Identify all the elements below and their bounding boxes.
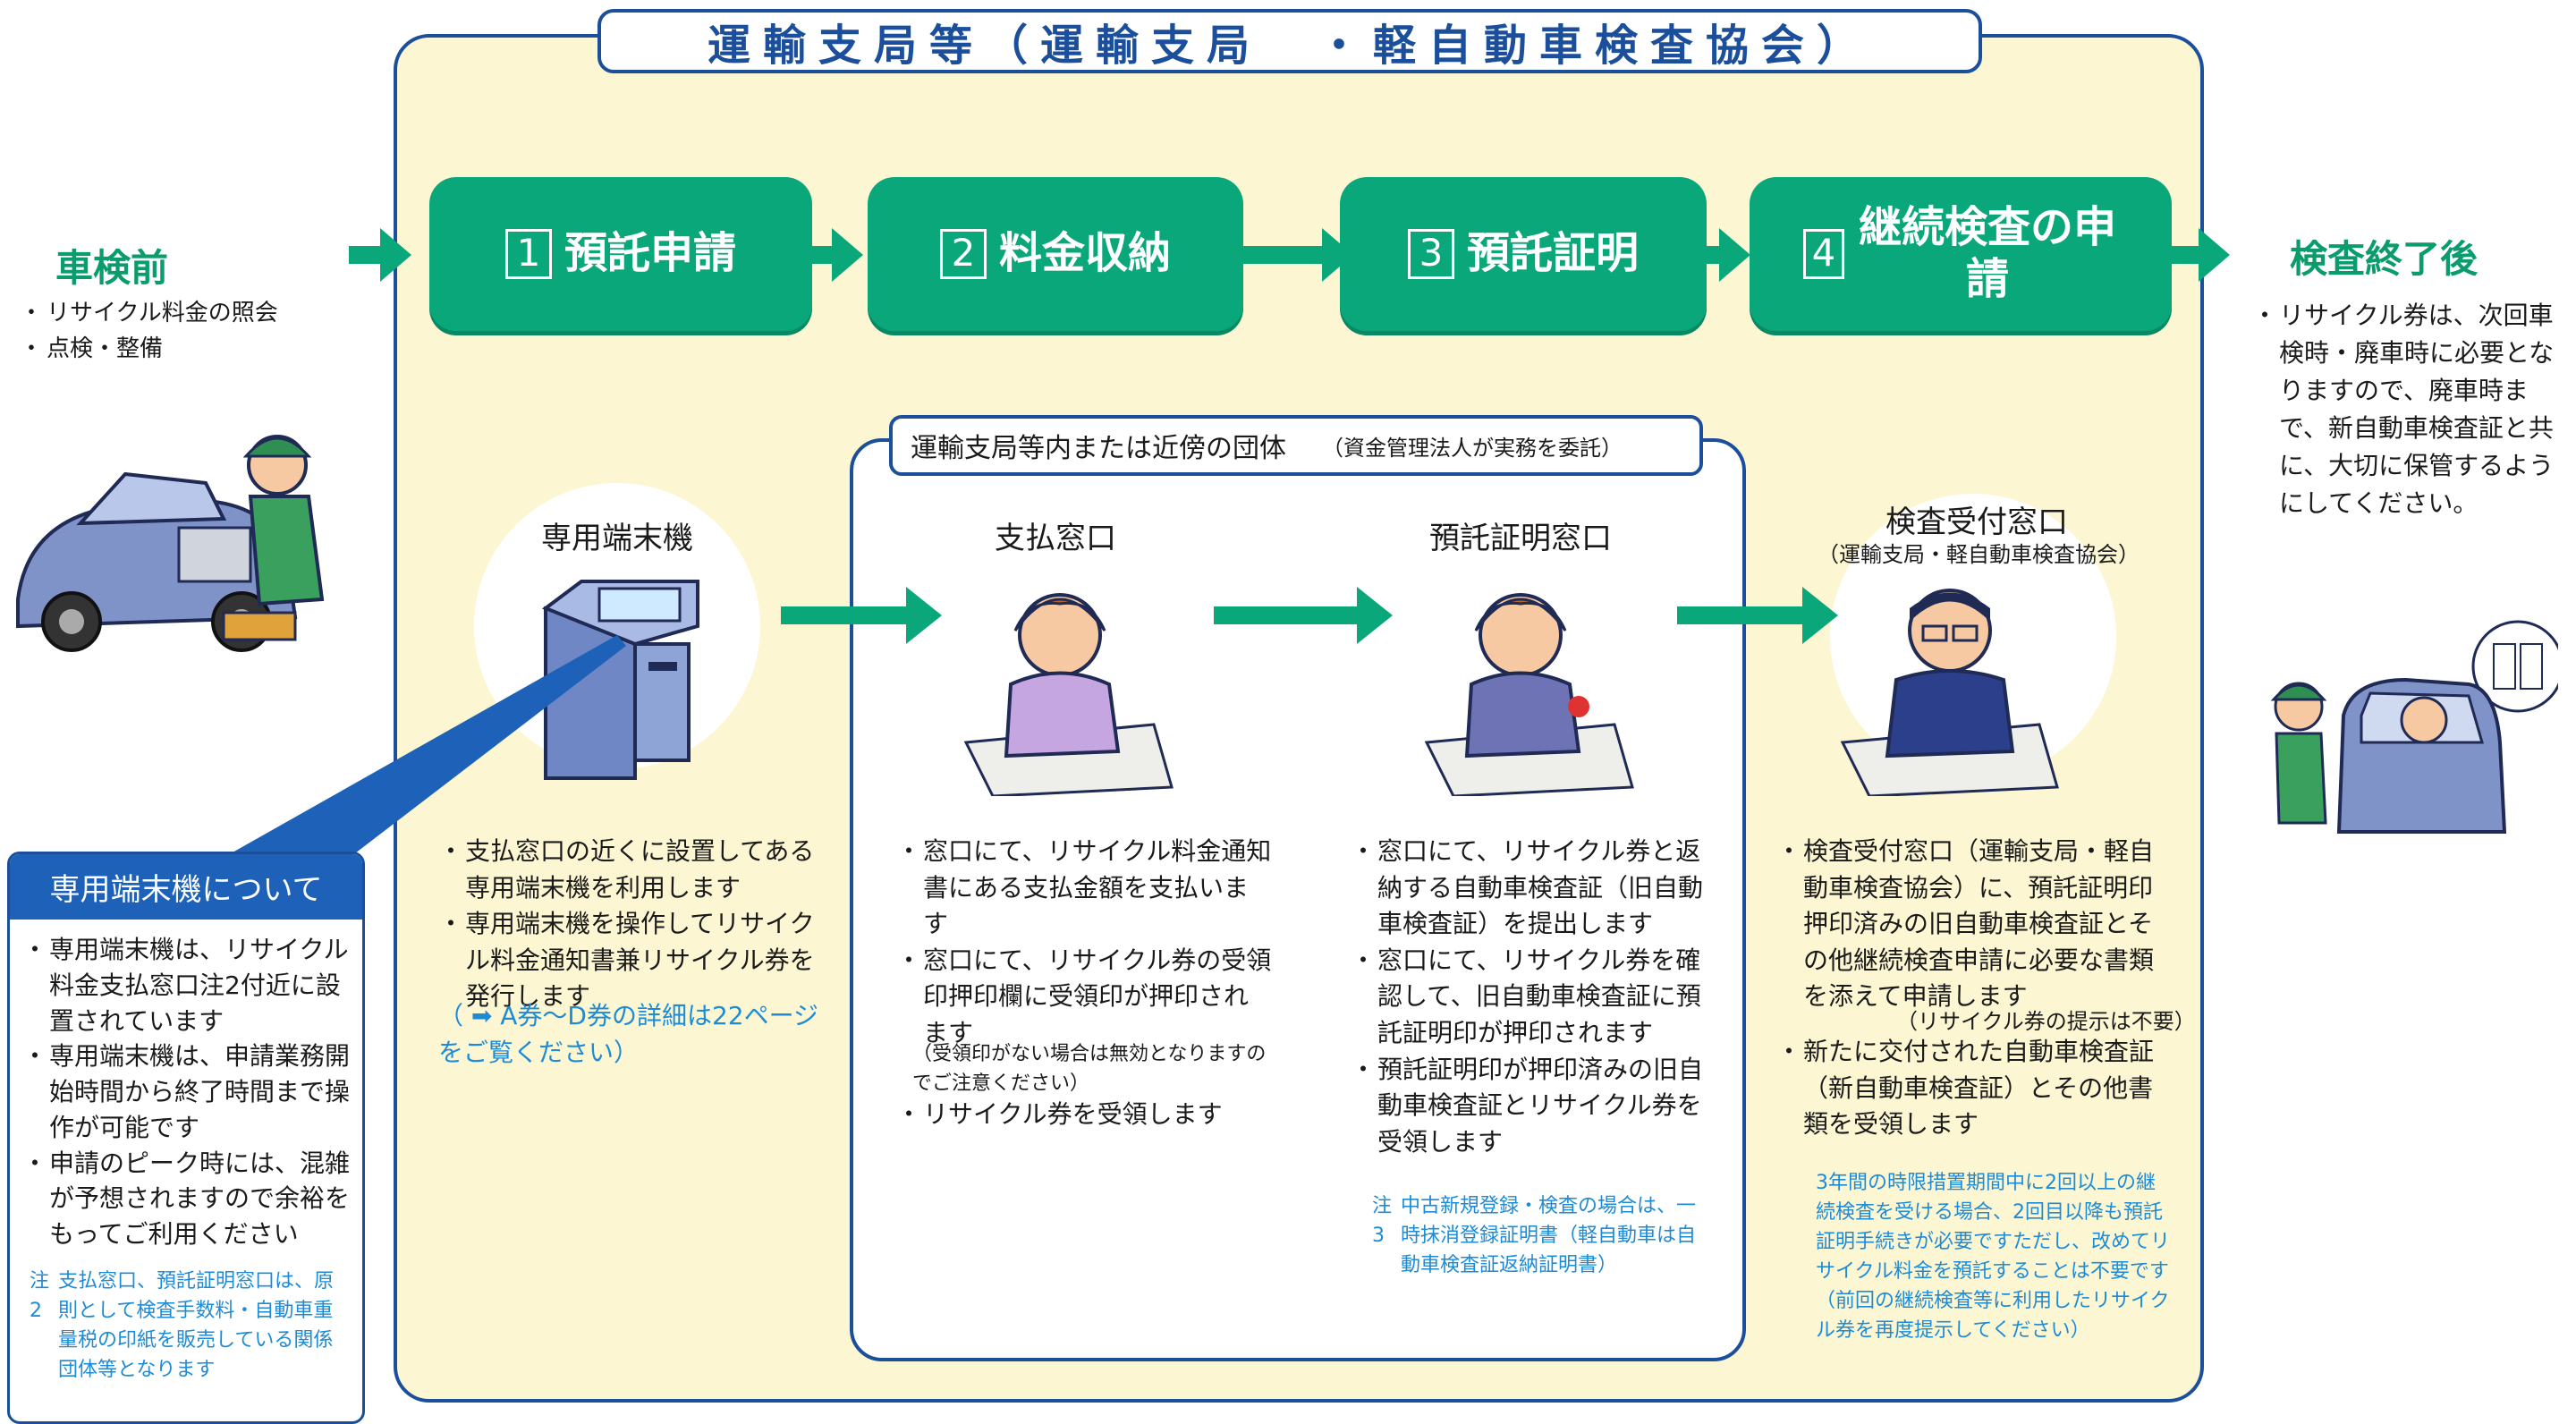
after-list: リサイクル券は、次回車検時・廃車時に必要となりますので、廃車時まで、新自動車検査… [2252, 297, 2567, 522]
inspection-list: 検査受付窓口（運輸支局・軽自動車検査協会）に、預託証明印押印済みの旧自動車検査証… [1776, 834, 2170, 1015]
terminal-label: 専用端末機 [541, 521, 693, 556]
payment-list-2: リサイクル券を受領します [896, 1097, 1272, 1133]
callout-beam [206, 635, 626, 886]
group-title-box: 運輸支局等内または近傍の団体 （資金管理法人が実務を委託） [889, 415, 1703, 476]
before-heading: 車検前 [55, 246, 169, 290]
inspection-item: 新たに交付された自動車検査証（新自動車検査証）とその他書類を受領します [1776, 1034, 2170, 1143]
step-number: 4 [1803, 229, 1844, 279]
step-label: 継続検査の申請 [1858, 202, 2116, 304]
group-note: （資金管理法人が実務を委託） [1322, 435, 1623, 461]
terminal-item: 専用端末機を操作してリサイクル料金通知書兼リサイクル券を発行します [438, 906, 823, 1015]
certificate-item: 窓口にて、リサイクル券を確認して、旧自動車検査証に預託証明印が押印されます [1351, 943, 1708, 1052]
inspection-note: 3年間の時限措置期間中に2回以上の継続検査を受ける場合、2回目以降も預託証明手続… [1816, 1172, 2171, 1342]
mechanic-car-illustration [16, 435, 325, 652]
inspector-man-illustration [1840, 589, 2059, 796]
arrow-right-icon [1214, 587, 1393, 644]
arrow-right-icon [801, 228, 863, 282]
arrow-right-icon [1237, 228, 1353, 282]
terminal-ref-link[interactable]: （ ➡ A券～D券の詳細は22ページをご覧ください） [438, 1001, 819, 1067]
terminal-info-note: 注2 支払窓口、預託証明窓口は、原則として検査手数料・自動車重量税の印紙を販売し… [30, 1267, 352, 1385]
after-item: リサイクル券は、次回車検時・廃車時に必要となりますので、廃車時まで、新自動車検査… [2252, 297, 2567, 522]
payment-item: リサイクル券を受領します [896, 1097, 1272, 1133]
step-label: 預託申請 [564, 228, 736, 279]
step-number: 2 [939, 229, 987, 279]
step-4-box: 4 継続検査の申請 [1750, 177, 2172, 331]
certificate-item: 窓口にて、リサイクル券と返納する自動車検査証（旧自動車検査証）を提出します [1351, 834, 1708, 943]
payment-paren: （受領印がない場合は無効となりますのでご注意ください） [912, 1043, 1267, 1095]
step-number: 3 [1407, 229, 1454, 279]
driver-car-illustration [2270, 620, 2558, 834]
group-title: 運輸支局等内または近傍の団体 [911, 433, 1286, 464]
stamp-woman-illustration [1424, 593, 1634, 796]
terminal-list: 支払窓口の近くに設置してある専用端末機を利用します 専用端末機を操作してリサイク… [438, 834, 823, 1015]
note-label: 注2 [30, 1269, 50, 1322]
note-text: 支払窓口、預託証明窓口は、原則として検査手数料・自動車重量税の印紙を販売している… [58, 1269, 335, 1381]
inspection-label: 検査受付窓口 [1885, 504, 2068, 540]
certificate-item: 預託証明印が押印済みの旧自動車検査証とリサイクル券を受領します [1351, 1052, 1708, 1161]
inspection-item: 検査受付窓口（運輸支局・軽自動車検査協会）に、預託証明印押印済みの旧自動車検査証… [1776, 834, 2170, 1015]
arrow-right-icon [781, 587, 942, 644]
step-label: 預託証明 [1466, 228, 1639, 279]
inspection-sublabel: （運輸支局・軽自動車検査協会） [1818, 542, 2140, 567]
terminal-info-item: 申請のピーク時には、混雑が予想されますので余裕をもってご利用ください [22, 1146, 353, 1252]
before-list: リサイクル料金の照会 点検・整備 [20, 295, 360, 368]
arrow-right-icon [1677, 587, 1838, 644]
certificate-label: 預託証明窓口 [1429, 521, 1612, 556]
page-title: 運輸支局等（運輸支局 ・軽自動車検査協会） [597, 9, 1982, 73]
payment-list: 窓口にて、リサイクル料金通知書にある支払金額を支払います 窓口にて、リサイクル券… [896, 834, 1272, 1052]
arrow-right-icon [1688, 228, 1750, 282]
clerk-woman-illustration [963, 593, 1174, 796]
terminal-item: 支払窓口の近くに設置してある専用端末機を利用します [438, 834, 823, 906]
inspection-list-2: 新たに交付された自動車検査証（新自動車検査証）とその他書類を受領します [1776, 1034, 2170, 1143]
terminal-info-box: 専用端末機について 専用端末機は、リサイクル料金支払窓口注2付近に設置されていま… [7, 852, 365, 1424]
step-number: 1 [504, 229, 552, 279]
certificate-list: 窓口にて、リサイクル券と返納する自動車検査証（旧自動車検査証）を提出します 窓口… [1351, 834, 1708, 1160]
terminal-info-item: 専用端末機は、リサイクル料金支払窓口注2付近に設置されています [22, 932, 353, 1038]
arrow-right-icon [349, 228, 411, 282]
terminal-info-list: 専用端末機は、リサイクル料金支払窓口注2付近に設置されています 専用端末機は、申… [10, 920, 362, 1252]
terminal-info-item: 専用端末機は、申請業務開始時間から終了時間まで操作が可能です [22, 1038, 353, 1145]
payment-item: 窓口にて、リサイクル券の受領印押印欄に受領印が押印されます [896, 943, 1272, 1052]
terminal-info-heading: 専用端末機について [10, 854, 362, 920]
note-text: 中古新規登録・検査の場合は、一時抹消登録証明書（軽自動車は自動車検査証返納証明書… [1401, 1195, 1697, 1276]
note-label: 注3 [1372, 1195, 1393, 1247]
payment-item: 窓口にて、リサイクル料金通知書にある支払金額を支払います [896, 834, 1272, 943]
step-label: 料金収納 [998, 228, 1171, 279]
payment-label: 支払窓口 [995, 521, 1116, 556]
after-heading: 検査終了後 [2290, 237, 2479, 281]
before-item: リサイクル料金の照会 [20, 295, 360, 331]
arrow-right-icon [2167, 228, 2230, 282]
inspection-paren: （リサイクル券の提示は不要） [1896, 1009, 2196, 1034]
before-item: 点検・整備 [20, 331, 360, 367]
certificate-note: 注3 中古新規登録・検査の場合は、一時抹消登録証明書（軽自動車は自動車検査証返納… [1372, 1191, 1712, 1280]
